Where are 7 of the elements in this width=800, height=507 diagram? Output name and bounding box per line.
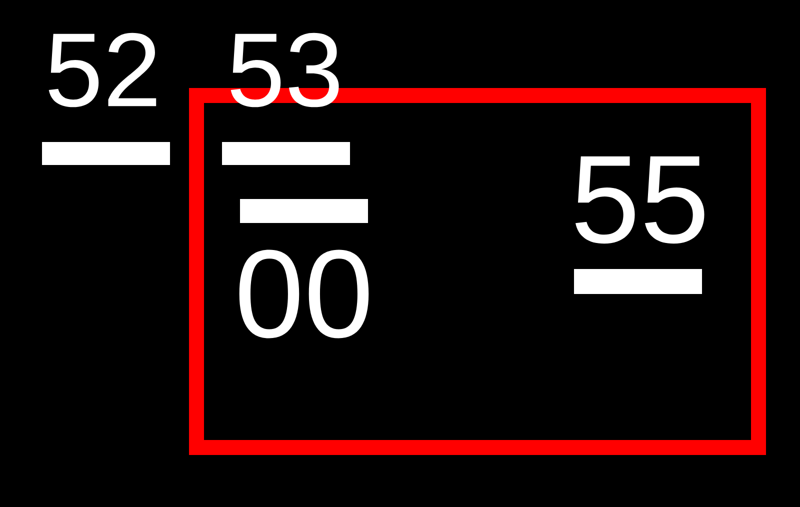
number-label: 52 <box>48 32 156 108</box>
number-label: 55 <box>576 156 704 244</box>
number-label: 00 <box>239 250 369 338</box>
underline-bar <box>574 269 702 294</box>
underline-bar <box>222 142 350 165</box>
underline-bar <box>42 142 170 165</box>
underline-bar <box>240 199 368 223</box>
